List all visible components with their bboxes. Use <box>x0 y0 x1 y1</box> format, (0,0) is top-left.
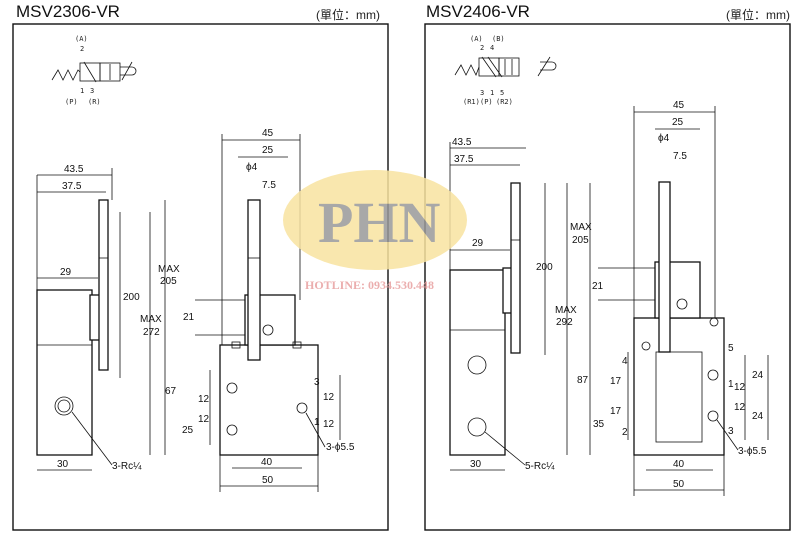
dimension-label: 25 <box>262 145 274 156</box>
dimension-label: 200 <box>536 262 553 273</box>
dimension-label: 29 <box>472 238 484 249</box>
right-frame <box>424 23 791 531</box>
dimension-label: 50 <box>262 475 274 486</box>
left-model-title: MSV2306-VR <box>16 2 120 21</box>
right-unit-label: (單位：mm) <box>726 8 790 22</box>
phn-watermark: PHN HOTLINE: 0934.530.448 <box>283 170 467 292</box>
dimension-label: 2 <box>622 427 628 438</box>
dimension-label: MAX <box>158 264 180 275</box>
dimension-label: 43.5 <box>64 164 84 175</box>
dimension-label: 25 <box>182 425 194 436</box>
dimension-label: 24 <box>752 370 764 381</box>
dimension-label: 7.5 <box>262 180 276 191</box>
right-front-dimensions: 45 25 ϕ4 7.5 MAX 205 21 MAX 292 87 4 17 … <box>555 100 769 496</box>
dimension-label: 205 <box>160 276 177 287</box>
dimension-label: 3-Rc¼ <box>112 460 142 472</box>
dimension-label: (R2) <box>496 98 513 106</box>
dimension-label: MAX <box>570 222 592 233</box>
dimension-label: 24 <box>752 411 764 422</box>
dimension-label: 35 <box>593 419 605 430</box>
dimension-label: 2 <box>480 44 484 52</box>
dimension-label: 3-ϕ5.5 <box>326 442 355 453</box>
dimension-label: 67 <box>165 386 177 397</box>
dimension-label: 40 <box>261 457 273 468</box>
dimension-label: 7.5 <box>673 151 687 162</box>
dimension-label: 5-Rc¼ <box>525 460 555 472</box>
dimension-label: ϕ4 <box>246 162 258 173</box>
dimension-label: 12 <box>198 414 210 425</box>
dimension-label: 45 <box>673 100 685 111</box>
dimension-label: 45 <box>262 128 274 139</box>
dimension-label: 200 <box>123 292 140 303</box>
dimension-label: 37.5 <box>454 154 474 165</box>
dimension-label: 1 <box>490 89 494 97</box>
dimension-label: 21 <box>592 281 604 292</box>
left-front-view <box>219 199 319 456</box>
dimension-label: 50 <box>673 479 685 490</box>
dimension-label: (P) <box>480 98 493 106</box>
left-frame <box>12 23 389 531</box>
dimension-label: 12 <box>323 419 335 430</box>
dimension-label: 25 <box>672 117 684 128</box>
dimension-label: 3 <box>728 426 734 437</box>
left-unit-label: (單位：mm) <box>316 8 380 22</box>
left-side-dimensions: 43.5 37.5 29 200 30 3-Rc¼ <box>37 164 142 472</box>
dimension-label: 4 <box>490 44 494 52</box>
dimension-label: 272 <box>143 327 160 338</box>
right-front-view <box>633 181 725 456</box>
dimension-label: 1 <box>314 417 320 428</box>
dimension-label: MAX <box>140 314 162 325</box>
dimension-label: 1 <box>728 379 734 390</box>
watermark-ellipse <box>283 170 467 270</box>
watermark-logo: PHN <box>318 190 441 255</box>
dimension-label: 3 <box>90 87 94 95</box>
dimension-label: 5 <box>500 89 504 97</box>
dimension-label: 4 <box>622 356 628 367</box>
right-model-title: MSV2406-VR <box>426 2 530 21</box>
dimension-label: (A) <box>75 35 88 43</box>
dimension-label: 30 <box>470 459 482 470</box>
left-side-view <box>36 175 109 456</box>
dimension-label: 17 <box>610 376 622 387</box>
dimension-label: 17 <box>610 406 622 417</box>
dimension-label: 205 <box>572 235 589 246</box>
left-front-dimensions: 45 25 ϕ4 7.5 MAX 205 MAX 272 67 21 12 12… <box>140 128 355 492</box>
dimension-label: 3 <box>314 377 320 388</box>
right-side-view <box>449 182 521 456</box>
dimension-label: 43.5 <box>452 137 472 148</box>
dimension-label: 87 <box>577 375 589 386</box>
dimension-label: 12 <box>198 394 210 405</box>
dimension-label: (A) <box>470 35 483 43</box>
dimension-label: 3-ϕ5.5 <box>738 446 767 457</box>
dimension-label: (R1) <box>463 98 480 106</box>
dimension-label: 37.5 <box>62 181 82 192</box>
dimension-label: MAX <box>555 305 577 316</box>
dimension-label: 2 <box>80 45 84 53</box>
dimension-label: 5 <box>728 343 734 354</box>
right-side-dimensions: 43.5 37.5 29 200 30 5-Rc¼ <box>449 137 555 472</box>
dimension-label: 29 <box>60 267 72 278</box>
dimension-label: 40 <box>673 459 685 470</box>
dimension-label: 12 <box>734 382 746 393</box>
dimension-label: (P) <box>65 98 78 106</box>
dimension-label: (B) <box>492 35 505 43</box>
dimension-label: 3 <box>480 89 484 97</box>
dimension-label: ϕ4 <box>658 133 670 144</box>
dimension-label: 21 <box>183 312 195 323</box>
dimension-label: 30 <box>57 459 69 470</box>
left-valve-symbol: (A) 2 1 3 (P) (R) <box>51 35 137 106</box>
dimension-label: 12 <box>323 392 335 403</box>
right-valve-symbol: (A) (B) 2 4 3 1 5 (R1) (P) (R2) <box>454 35 557 106</box>
dimension-label: 1 <box>80 87 84 95</box>
watermark-hotline: HOTLINE: 0934.530.448 <box>305 278 434 292</box>
dimension-label: 12 <box>734 402 746 413</box>
dimension-label: (R) <box>88 98 101 106</box>
dimension-label: 292 <box>556 317 573 328</box>
